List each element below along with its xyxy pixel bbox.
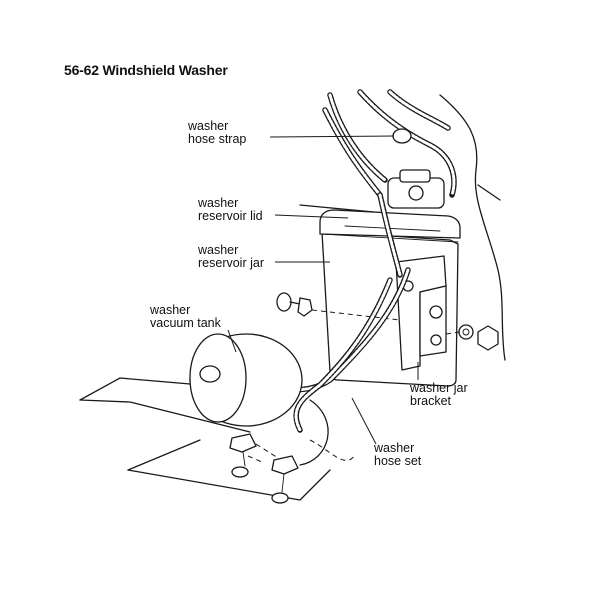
label-reservoir-jar: washer reservoir jar bbox=[198, 243, 264, 270]
hose-strap bbox=[392, 128, 412, 144]
label-hose-strap: washer hose strap bbox=[188, 119, 247, 146]
label-hose-set: washer hose set bbox=[374, 441, 422, 468]
reservoir-lid bbox=[319, 209, 461, 239]
leader-hose-set bbox=[351, 397, 377, 445]
body-outline bbox=[439, 94, 506, 361]
leader-vacuum-tank bbox=[227, 329, 237, 353]
diagram-title: 56-62 Windshield Washer bbox=[64, 62, 228, 78]
leader-reservoir-lid bbox=[274, 214, 349, 219]
label-reservoir-lid: washer reservoir lid bbox=[198, 196, 263, 223]
label-vacuum-tank: washer vacuum tank bbox=[150, 303, 221, 330]
label-jar-bracket: washer jar bracket bbox=[410, 381, 468, 408]
leader-hose-strap bbox=[269, 135, 395, 138]
